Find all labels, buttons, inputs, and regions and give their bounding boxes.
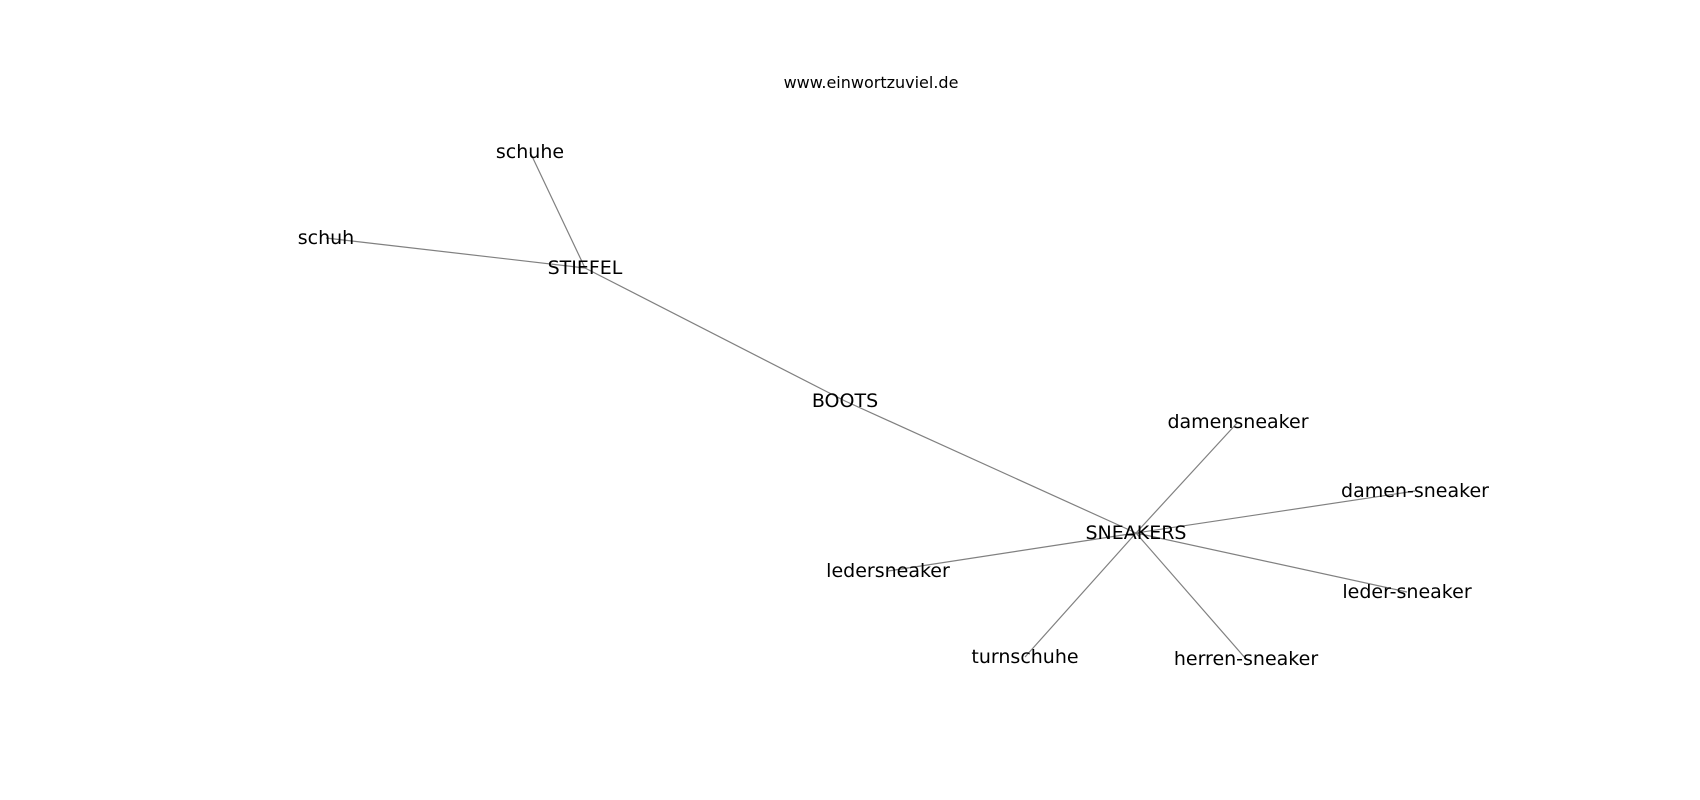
edge-sneakers-herren-sneaker — [1135, 532, 1247, 660]
edge-sneakers-damensneaker — [1135, 421, 1239, 534]
node-label-turnschuhe: turnschuhe — [971, 646, 1078, 668]
edge-sneakers-ledersneaker — [887, 532, 1137, 572]
edge-stiefel-boots — [584, 267, 846, 402]
node-label-sneakers: SNEAKERS — [1085, 522, 1186, 544]
node-label-herren-sneaker: herren-sneaker — [1174, 648, 1318, 670]
edge-stiefel-schuhe — [529, 151, 586, 269]
node-label-damensneaker: damensneaker — [1167, 411, 1308, 433]
edge-sneakers-turnschuhe — [1024, 532, 1137, 658]
watermark-text: www.einwortzuviel.de — [784, 73, 959, 92]
node-label-ledersneaker: ledersneaker — [826, 560, 950, 582]
edge-stiefel-schuh — [325, 237, 586, 269]
node-label-damen-sneaker: damen-sneaker — [1341, 480, 1489, 502]
edge-sneakers-leder-sneaker — [1135, 532, 1408, 593]
node-label-boots: BOOTS — [812, 390, 878, 412]
node-label-leder-sneaker: leder-sneaker — [1342, 581, 1471, 603]
edge-layer — [325, 151, 1416, 660]
node-label-stiefel: STIEFEL — [548, 257, 623, 279]
node-label-schuhe: schuhe — [496, 141, 564, 163]
edge-boots-sneakers — [844, 400, 1137, 534]
node-label-schuh: schuh — [298, 227, 354, 249]
edge-sneakers-damen-sneaker — [1135, 490, 1416, 534]
